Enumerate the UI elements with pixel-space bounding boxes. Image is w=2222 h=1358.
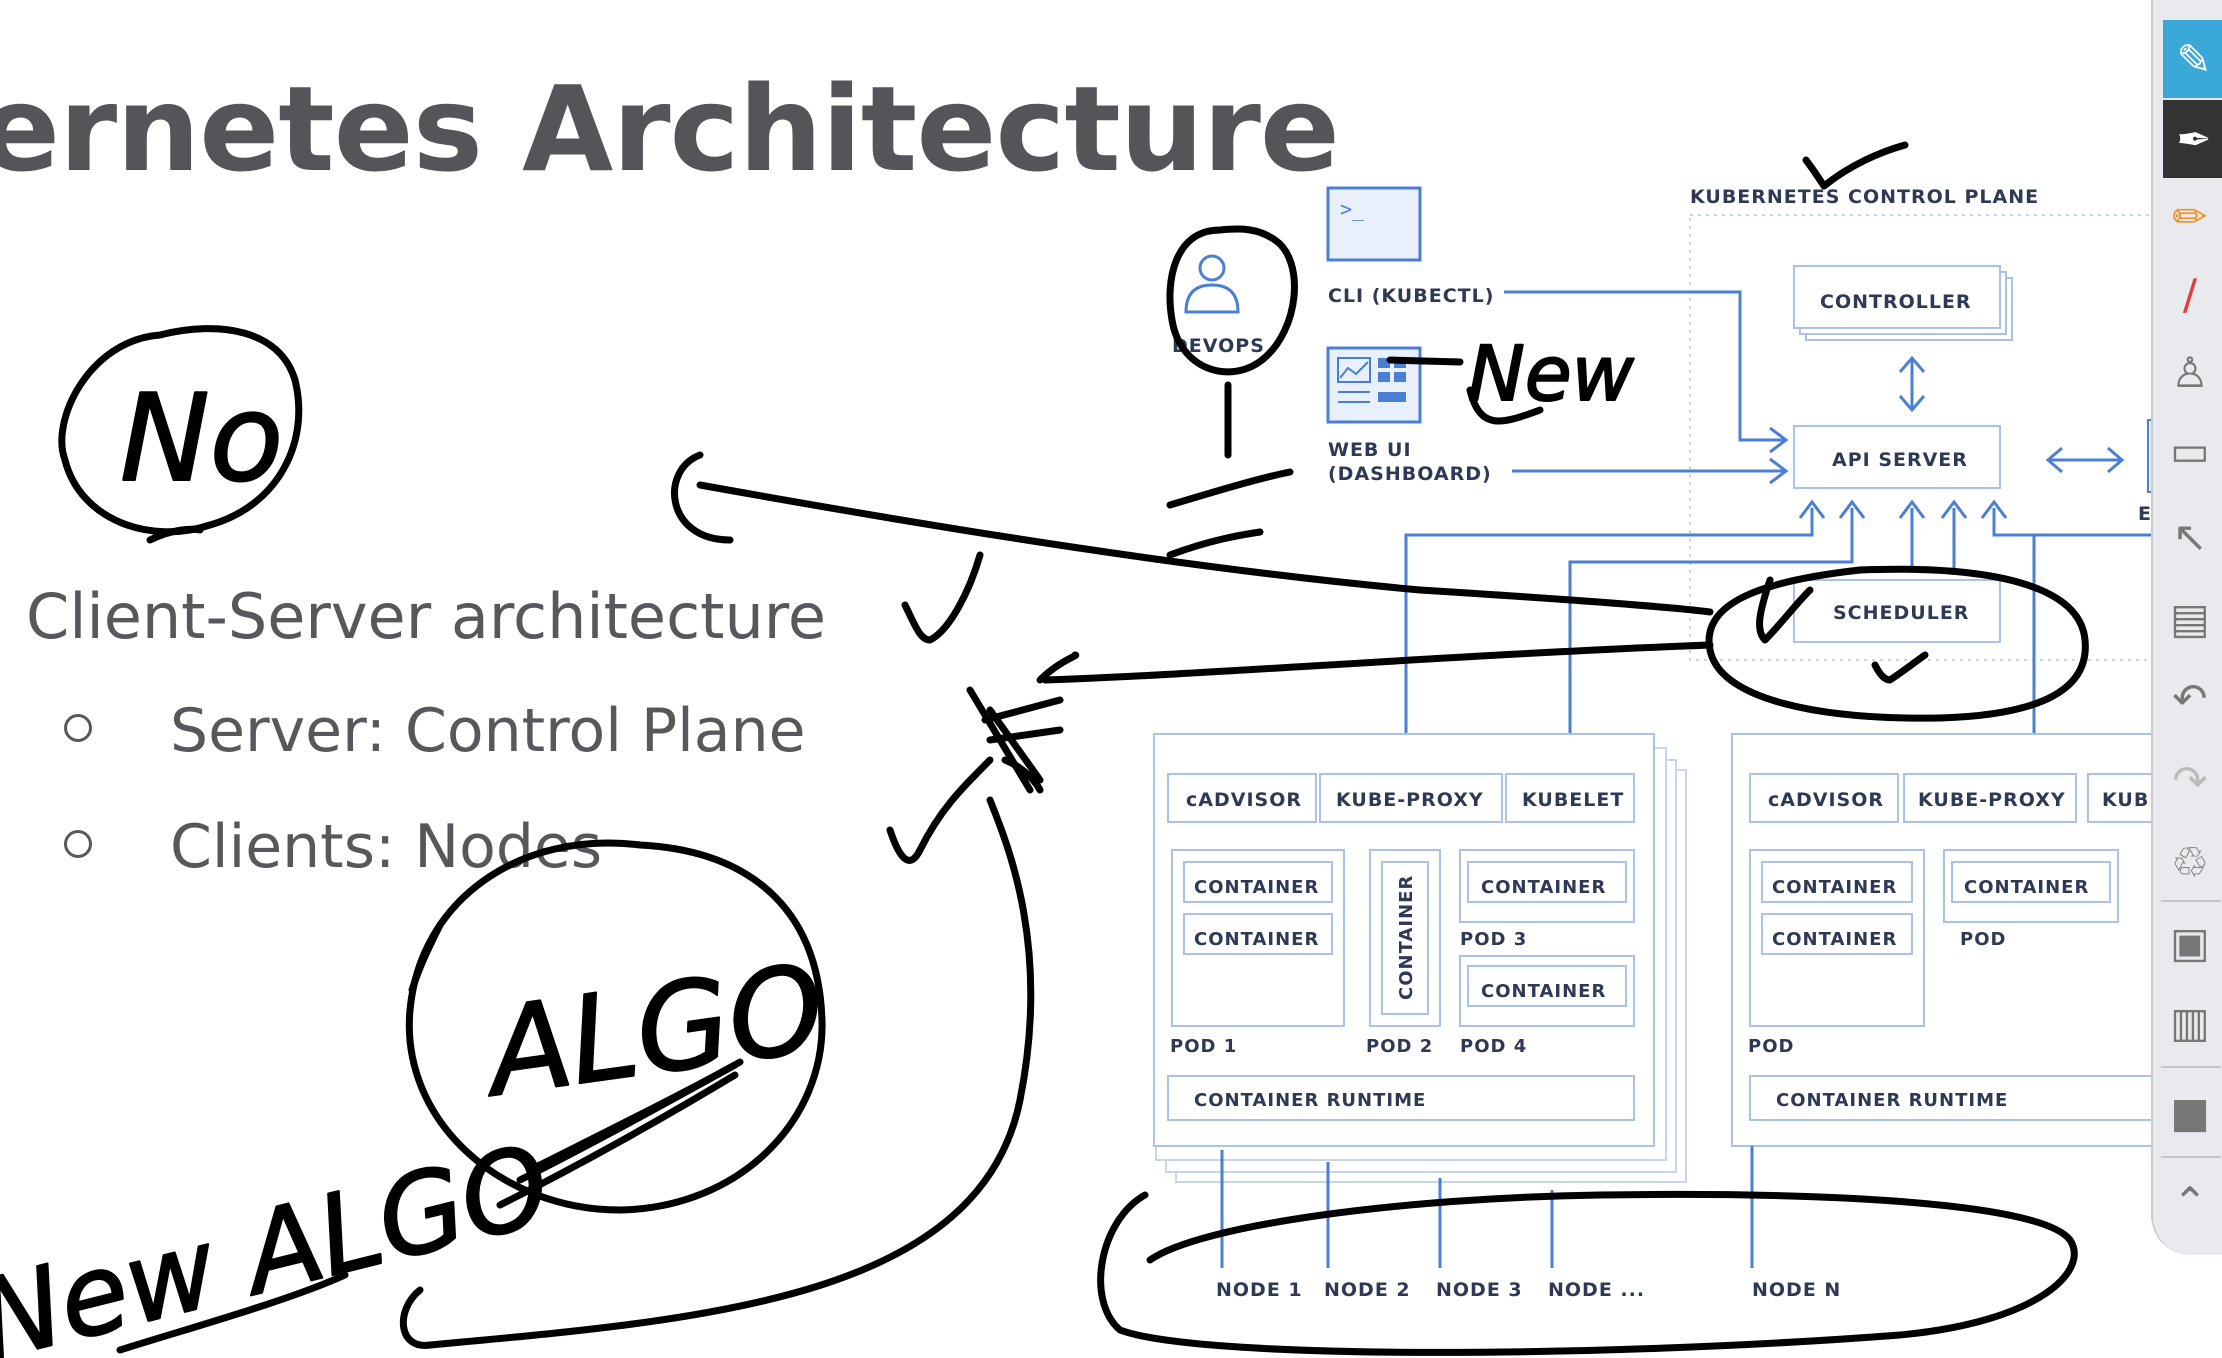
edit-page-icon[interactable]: ▥ bbox=[2170, 997, 2210, 1047]
sub-bullet-server-text: Server: Control Plane bbox=[170, 696, 806, 766]
devops-label: DEVOPS bbox=[1172, 335, 1265, 357]
sub-bullet-server: Server: Control Plane bbox=[64, 696, 806, 766]
control-plane-label: KUBERNETES CONTROL PLANE bbox=[1690, 186, 2039, 208]
cli-label: CLI (KUBECTL) bbox=[1328, 285, 1494, 307]
nn-cadvisor: cADVISOR bbox=[1768, 789, 1884, 811]
controller-label: CONTROLLER bbox=[1820, 291, 1972, 313]
edit-slide-icon[interactable]: ▣ bbox=[2170, 917, 2210, 967]
n1-container-1: CONTAINER bbox=[1194, 877, 1319, 898]
nn-pod-2: POD bbox=[1960, 929, 2006, 950]
nn-kube-proxy: KUBE-PROXY bbox=[1918, 789, 2066, 811]
n1-pod1: POD 1 bbox=[1170, 1036, 1237, 1057]
orange-pencil-icon[interactable]: ✏ bbox=[2172, 191, 2208, 241]
nn-container-3: CONTAINER bbox=[1964, 877, 2089, 898]
n1-pod3: POD 3 bbox=[1460, 929, 1527, 950]
nn-kubelet-partial: KUB bbox=[2102, 789, 2149, 811]
n1-kubelet: KUBELET bbox=[1522, 789, 1624, 811]
highlighter-pen-icon[interactable]: ✎ bbox=[2163, 20, 2222, 98]
n1-container-vertical: CONTAINER bbox=[1396, 875, 1417, 1000]
n1-cadvisor: cADVISOR bbox=[1186, 789, 1302, 811]
nn-pod-1: POD bbox=[1748, 1036, 1794, 1057]
scheduler-label: SCHEDULER bbox=[1833, 602, 1969, 624]
eraser-icon[interactable]: ▭ bbox=[2170, 425, 2210, 475]
n1-pod2: POD 2 bbox=[1366, 1036, 1433, 1057]
connector-lines bbox=[1392, 290, 2160, 761]
n1-kube-proxy: KUBE-PROXY bbox=[1336, 789, 1484, 811]
bullet-client-server: Client-Server architecture bbox=[26, 580, 827, 653]
bullet-circle-icon bbox=[64, 830, 92, 858]
n1-container-2: CONTAINER bbox=[1194, 929, 1319, 950]
pointer-icon[interactable]: ↖ bbox=[2172, 511, 2208, 561]
node-etc-label: NODE ... bbox=[1548, 1279, 1645, 1301]
terminal-prompt: >_ bbox=[1340, 197, 1365, 221]
dashboard-icon bbox=[1326, 346, 1422, 424]
toolbar-divider bbox=[2161, 1066, 2221, 1068]
node-3-label: NODE 3 bbox=[1436, 1279, 1523, 1301]
n1-runtime: CONTAINER RUNTIME bbox=[1194, 1090, 1426, 1111]
n1-container-4: CONTAINER bbox=[1481, 981, 1606, 1002]
nn-container-1: CONTAINER bbox=[1772, 877, 1897, 898]
nn-container-2: CONTAINER bbox=[1772, 929, 1897, 950]
n1-container-3: CONTAINER bbox=[1481, 877, 1606, 898]
webui-label-line2: (DASHBOARD) bbox=[1328, 463, 1492, 485]
red-pencil-icon[interactable]: ∕ bbox=[2182, 269, 2198, 319]
api-server-box bbox=[1793, 425, 2001, 489]
redo-icon[interactable]: ↷ bbox=[2172, 755, 2208, 805]
trash-icon[interactable]: ♲ bbox=[2171, 837, 2209, 887]
devops-person-icon bbox=[1184, 254, 1240, 314]
n1-pod4: POD 4 bbox=[1460, 1036, 1527, 1057]
undo-icon[interactable]: ↶ bbox=[2172, 673, 2208, 723]
whiteboard-icon[interactable]: ▤ bbox=[2170, 593, 2210, 643]
stamp-icon[interactable]: ♙ bbox=[2171, 347, 2209, 397]
control-plane-region bbox=[1689, 214, 2161, 661]
slide-title: ernetes Architecture bbox=[0, 60, 1340, 198]
node-n-box: cADVISOR KUBE-PROXY KUB CONTAINER CONTAI… bbox=[1731, 733, 2169, 1147]
webui-label-line1: WEB UI bbox=[1328, 439, 1412, 461]
collapse-up-icon[interactable]: ⌃ bbox=[2172, 1177, 2208, 1227]
controller-box: CONTROLLER bbox=[1793, 265, 2013, 341]
toolbar-divider bbox=[2161, 900, 2221, 902]
node-1-box: cADVISOR KUBE-PROXY KUBELET CONTAINER CO… bbox=[1153, 733, 1687, 1183]
terminal-icon: >_ bbox=[1326, 186, 1422, 262]
bullet-circle-icon bbox=[64, 714, 92, 742]
black-pen-icon[interactable]: ✒ bbox=[2163, 100, 2222, 178]
nn-runtime: CONTAINER RUNTIME bbox=[1776, 1090, 2008, 1111]
edge-partial-label: E bbox=[2138, 503, 2152, 525]
node-2-label: NODE 2 bbox=[1324, 1279, 1411, 1301]
node-1-label: NODE 1 bbox=[1216, 1279, 1303, 1301]
api-server-label: API SERVER bbox=[1832, 449, 1968, 471]
camera-icon[interactable]: ■ bbox=[2170, 1087, 2210, 1137]
node-n-label: NODE N bbox=[1752, 1279, 1841, 1301]
toolbar-divider bbox=[2161, 1156, 2221, 1158]
annotation-toolbar: ✎ ✒ ✏ ∕ ♙ ▭ ↖ ▤ ↶ ↷ ♲ ▣ ▥ ■ ⌃ bbox=[2151, 0, 2222, 1255]
